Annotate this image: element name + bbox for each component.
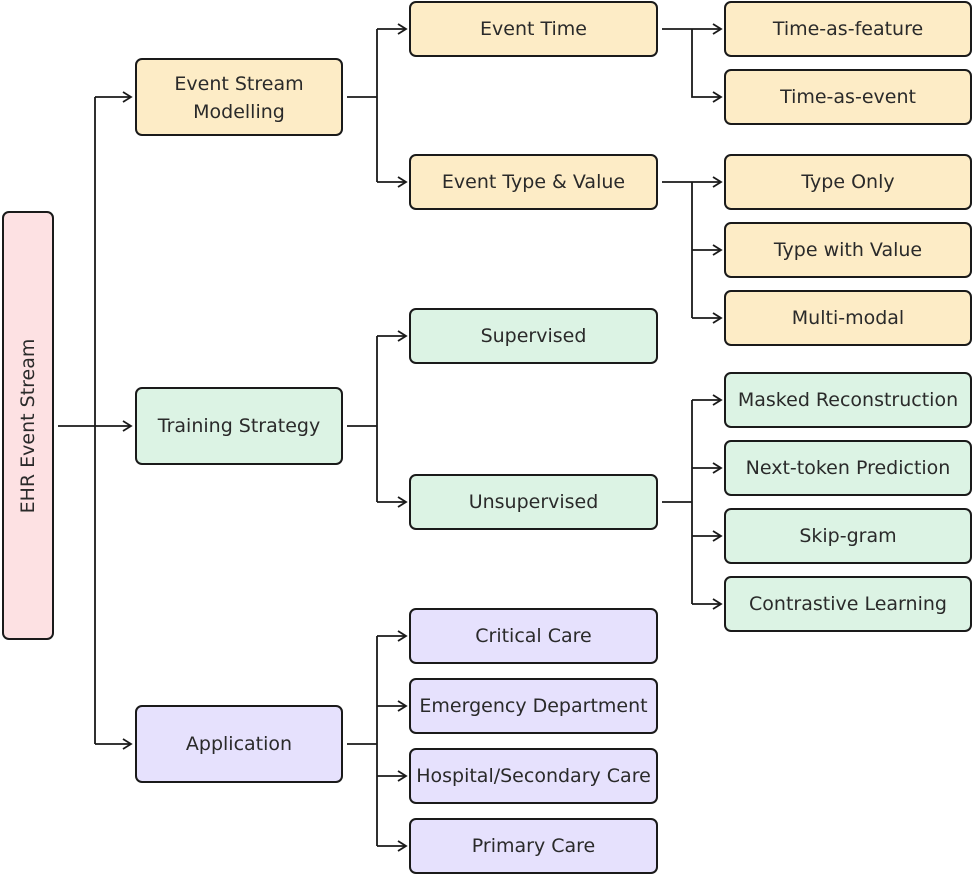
connector-modelling-trunk bbox=[347, 29, 378, 182]
node-multi-modal: Multi-modal bbox=[724, 290, 972, 346]
node-critical-care-label: Critical Care bbox=[475, 625, 592, 647]
node-unsupervised: Unsupervised bbox=[409, 474, 658, 530]
connectors bbox=[58, 23, 723, 852]
connector-training-trunk bbox=[347, 336, 378, 502]
node-event-stream-modelling-label-line1: Event Stream bbox=[174, 73, 303, 95]
root-node: EHR Event Stream bbox=[2, 211, 54, 640]
node-event-type-value-label: Event Type & Value bbox=[442, 171, 625, 193]
node-critical-care: Critical Care bbox=[409, 608, 658, 664]
node-supervised-label: Supervised bbox=[481, 325, 587, 347]
node-type-with-value: Type with Value bbox=[724, 222, 972, 278]
node-application-label: Application bbox=[186, 733, 292, 755]
node-emergency-department: Emergency Department bbox=[409, 678, 658, 734]
node-hospital-secondary-care-label: Hospital/Secondary Care bbox=[416, 765, 651, 787]
connector-unsupervised-trunk bbox=[662, 400, 693, 604]
root-label: EHR Event Stream bbox=[17, 339, 39, 514]
node-unsupervised-label: Unsupervised bbox=[469, 491, 599, 513]
node-contrastive-learning: Contrastive Learning bbox=[724, 576, 972, 632]
node-event-stream-modelling-label-line2: Modelling bbox=[193, 101, 285, 123]
node-training-strategy-label: Training Strategy bbox=[157, 415, 320, 437]
node-type-only: Type Only bbox=[724, 154, 972, 210]
node-next-token-prediction: Next-token Prediction bbox=[724, 440, 972, 496]
node-primary-care-label: Primary Care bbox=[472, 835, 595, 857]
node-time-as-event-label: Time-as-event bbox=[779, 86, 916, 108]
node-multi-modal-label: Multi-modal bbox=[792, 307, 904, 329]
node-next-token-prediction-label: Next-token Prediction bbox=[746, 457, 951, 479]
node-event-time: Event Time bbox=[409, 1, 658, 57]
node-event-stream-modelling: Event Stream Modelling bbox=[135, 58, 343, 136]
connector-root-trunk bbox=[58, 97, 96, 744]
node-hospital-secondary-care: Hospital/Secondary Care bbox=[409, 748, 658, 804]
connector-application-trunk bbox=[347, 636, 378, 846]
node-time-as-feature: Time-as-feature bbox=[724, 1, 972, 57]
node-skip-gram: Skip-gram bbox=[724, 508, 972, 564]
node-application: Application bbox=[135, 705, 343, 783]
node-primary-care: Primary Care bbox=[409, 818, 658, 874]
node-time-as-feature-label: Time-as-feature bbox=[772, 18, 923, 40]
node-event-type-value: Event Type & Value bbox=[409, 154, 658, 210]
connector-event-time-to-event bbox=[691, 29, 723, 103]
node-event-time-label: Event Time bbox=[480, 18, 587, 40]
node-masked-reconstruction-label: Masked Reconstruction bbox=[738, 389, 958, 411]
node-contrastive-learning-label: Contrastive Learning bbox=[749, 593, 947, 615]
node-emergency-department-label: Emergency Department bbox=[419, 695, 647, 717]
node-type-with-value-label: Type with Value bbox=[773, 239, 922, 261]
node-training-strategy: Training Strategy bbox=[135, 387, 343, 465]
node-skip-gram-label: Skip-gram bbox=[799, 525, 896, 547]
node-supervised: Supervised bbox=[409, 308, 658, 364]
node-type-only-label: Type Only bbox=[800, 171, 894, 193]
node-masked-reconstruction: Masked Reconstruction bbox=[724, 372, 972, 428]
node-time-as-event: Time-as-event bbox=[724, 69, 972, 125]
